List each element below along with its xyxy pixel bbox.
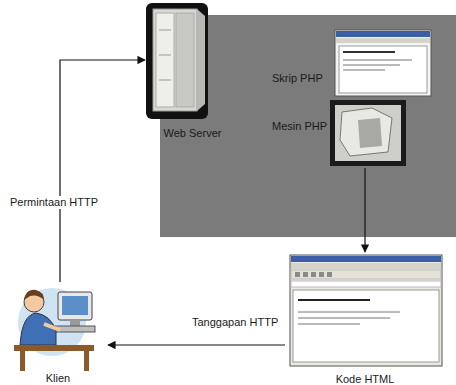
- script-window: [335, 30, 431, 96]
- node-label: Skrip PHP: [272, 72, 323, 85]
- http-arrow: [60, 60, 145, 282]
- client-node: Klien: [8, 282, 108, 384]
- http-arrow: [364, 168, 365, 252]
- server-node: Web Server: [145, 3, 240, 139]
- http-arrow: [108, 344, 285, 345]
- script-node: Skrip PHP: [268, 28, 332, 98]
- browser-window: [290, 255, 442, 366]
- server-icon: [146, 3, 208, 119]
- edge-label-holder: Permintaan HTTP: [8, 192, 100, 210]
- edge-label: Tanggapan HTTP: [190, 316, 280, 329]
- node-label: Kode HTML: [336, 373, 395, 385]
- node-label: Web Server: [164, 127, 222, 140]
- node-label: Klien: [46, 372, 70, 385]
- edge-label-holder: Tanggapan HTTP: [190, 312, 280, 330]
- node-label: Mesin PHP: [272, 120, 327, 133]
- edge-label: Permintaan HTTP: [8, 196, 100, 209]
- html-node: Kode HTML: [285, 252, 445, 384]
- client-icon: [14, 288, 95, 371]
- engine-node: Mesin PHP: [268, 100, 334, 168]
- engine-picture: [330, 100, 406, 166]
